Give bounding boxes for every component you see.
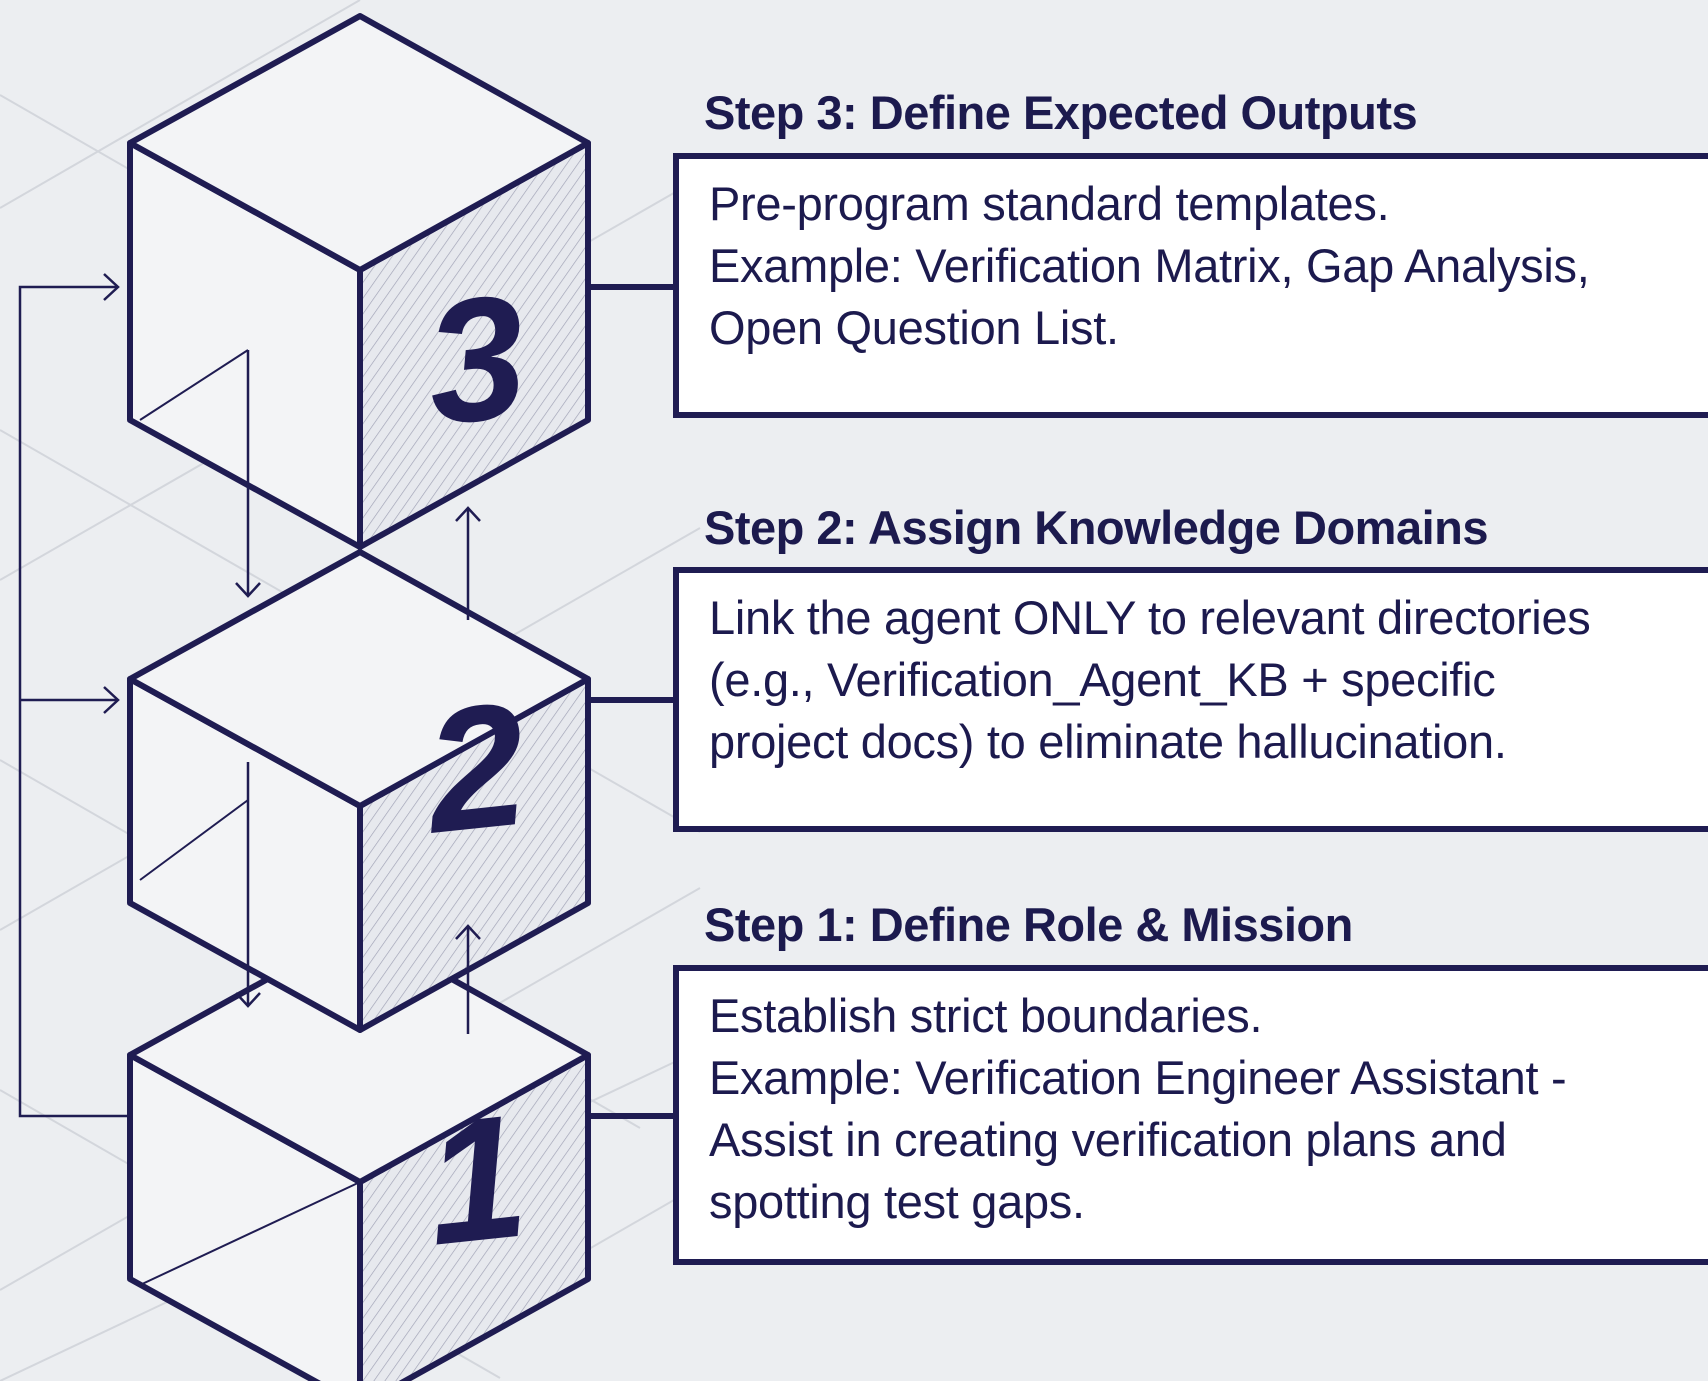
- step-1-line-3: Assist in creating verification plans an…: [709, 1113, 1507, 1166]
- step-3-heading: Step 3: Define Expected Outputs: [704, 86, 1418, 139]
- cube-step-2: [127, 549, 591, 1033]
- step-1-line-1: Establish strict boundaries.: [709, 989, 1263, 1042]
- step-3-line-1: Pre-program standard templates.: [709, 177, 1390, 230]
- step-number-1: 1: [417, 1078, 534, 1282]
- down-arrows: [235, 350, 261, 1008]
- step-2-line-1: Link the agent ONLY to relevant director…: [709, 591, 1591, 644]
- step-3-line-3: Open Question List.: [709, 301, 1119, 354]
- step-1-line-2: Example: Verification Engineer Assistant…: [709, 1051, 1567, 1104]
- step-number-2: 2: [414, 666, 534, 870]
- cube-1-inner-lines: [139, 1181, 361, 1286]
- step-2-line-2: (e.g., Verification_Agent_KB + specific: [709, 653, 1496, 706]
- step-number-3: 3: [417, 258, 534, 462]
- step-3-line-2: Example: Verification Matrix, Gap Analys…: [709, 239, 1590, 292]
- step-3-description-box: Pre-program standard templates. Example:…: [673, 153, 1708, 418]
- step-1-description-box: Establish strict boundaries. Example: Ve…: [673, 965, 1708, 1265]
- up-arrows: [455, 506, 481, 1034]
- step-1-line-4: spotting test gaps.: [709, 1175, 1085, 1228]
- step-1-heading: Step 1: Define Role & Mission: [704, 898, 1353, 951]
- cube-step-3: [127, 13, 591, 550]
- step-numbers: 3 2 1: [414, 258, 534, 1282]
- step-2-description-box: Link the agent ONLY to relevant director…: [673, 567, 1708, 832]
- feedback-loop: [18, 273, 130, 1118]
- connectors: [588, 284, 676, 1119]
- cube-step-1: [127, 925, 591, 1381]
- step-2-heading: Step 2: Assign Knowledge Domains: [704, 501, 1489, 554]
- cube-3-inner-lines: [139, 349, 249, 421]
- step-2-line-3: project docs) to eliminate hallucination…: [709, 715, 1507, 768]
